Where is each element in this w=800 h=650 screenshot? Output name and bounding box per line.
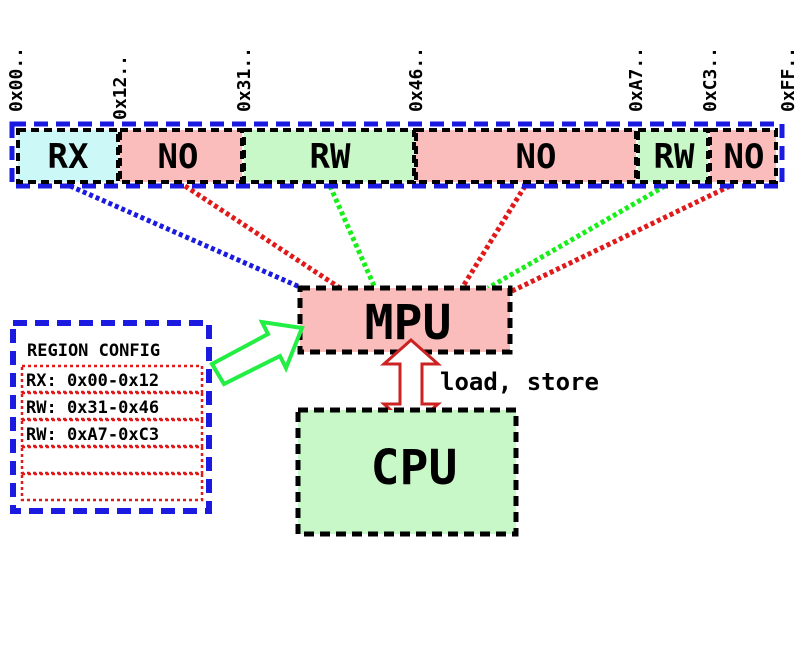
memory-map-frame	[9, 121, 785, 189]
address-label: 0x00..	[6, 47, 27, 112]
connection-line-no-3	[508, 183, 732, 295]
segment-label: RW	[654, 137, 695, 177]
segment-rw-1: RW	[242, 128, 416, 184]
config-row-text: RW: 0xA7-0xC3	[26, 425, 159, 445]
connection-line-rw-1	[327, 184, 378, 290]
mpu-box: MPU	[297, 285, 513, 355]
config-to-mpu-arrow	[209, 319, 305, 387]
segment-connections	[68, 183, 732, 295]
connection-line-rw-2	[486, 183, 667, 291]
config-row-text: RX: 0x00-0x12	[26, 371, 159, 391]
address-label: 0x12..	[110, 55, 131, 120]
address-label: 0xA7..	[626, 47, 647, 112]
connection-line-rx	[68, 183, 304, 291]
segment-label: RX	[48, 137, 89, 177]
segment-rw-2: RW	[636, 128, 710, 184]
segment-no-1: NO	[118, 128, 244, 184]
config-row	[20, 472, 204, 502]
segment-no-2: NO	[414, 128, 638, 184]
config-row-text: RW: 0x31-0x46	[26, 398, 159, 418]
region-config-title: REGION CONFIG	[27, 341, 160, 361]
segment-label: NO	[724, 137, 765, 177]
segment-rx: RX	[16, 128, 120, 184]
address-label: 0xC3..	[700, 47, 721, 112]
region-config-panel: REGION CONFIG RX: 0x00-0x12 RW: 0x31-0x4…	[10, 320, 212, 514]
region-config-rows: RX: 0x00-0x12 RW: 0x31-0x46 RW: 0xA7-0xC…	[20, 364, 204, 502]
bus-label: load, store	[440, 368, 599, 396]
segment-label: NO	[516, 137, 557, 177]
memory-segments: RX NO RW NO RW NO	[16, 128, 778, 184]
segment-label: NO	[158, 137, 199, 177]
cpu-label: CPU	[371, 440, 458, 496]
address-label: 0xFF..	[778, 47, 799, 112]
cpu-box: CPU	[295, 407, 519, 537]
segment-no-3: NO	[708, 128, 778, 184]
segment-label: RW	[310, 137, 351, 177]
address-label: 0x31..	[234, 47, 255, 112]
address-labels: 0x00.. 0x12.. 0x31.. 0x46.. 0xA7.. 0xC3.…	[6, 47, 799, 120]
address-label: 0x46..	[406, 47, 427, 112]
connection-line-no-2	[459, 184, 528, 290]
connection-line-no-1	[183, 183, 342, 291]
